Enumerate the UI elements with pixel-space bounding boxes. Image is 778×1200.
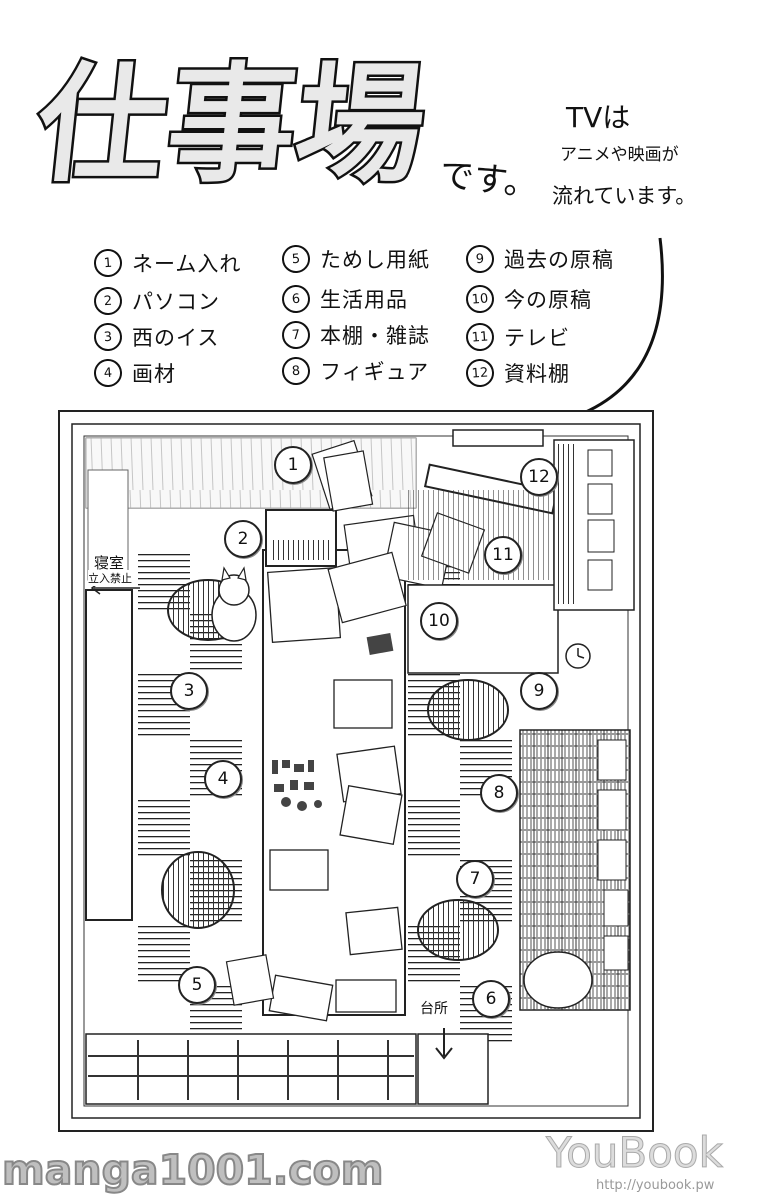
legend-number: 6: [281, 284, 311, 314]
legend-label: 画材: [132, 362, 176, 386]
callout-2: 2: [224, 520, 262, 558]
legend-number: 5: [281, 244, 311, 274]
legend-item: 1 ネーム入れ: [93, 246, 242, 280]
legend-item: 4 画材: [93, 356, 176, 390]
legend-label: ネーム入れ: [132, 252, 242, 276]
callout-12: 12: [520, 458, 558, 496]
legend-item: 7 本棚・雑誌: [281, 318, 430, 352]
legend-item: 8 フィギュア: [281, 354, 430, 388]
legend-number: 7: [281, 320, 311, 350]
legend-item: 6 生活用品: [281, 282, 408, 316]
workspace-floor-plan: 寝室 立入禁止 台所 1 2 3 4 5 6 7 8 9 10 11 12: [58, 410, 654, 1132]
callout-1: 1: [274, 446, 312, 484]
bedroom-note: 立入禁止: [88, 570, 132, 586]
floor-plan-drawing: [58, 410, 654, 1132]
callout-10: 10: [420, 602, 458, 640]
tv-note-line2: アニメや映画が: [560, 145, 679, 165]
watermark-manga1001: manga1001.com: [1, 1145, 384, 1195]
kitchen-label: 台所: [420, 998, 448, 1018]
callout-5: 5: [178, 966, 216, 1004]
legend-label: 西のイス: [132, 326, 220, 350]
tv-note-line1: TVは: [566, 101, 631, 134]
watermark-youbook: YouBook: [546, 1128, 724, 1178]
tv-note-line3: 流れています。: [552, 184, 697, 208]
legend-label: 過去の原稿: [504, 248, 614, 272]
legend-label: テレビ: [504, 326, 570, 350]
callout-6: 6: [472, 980, 510, 1018]
title-suffix: です。: [437, 154, 541, 206]
callout-4: 4: [204, 760, 242, 798]
legend-item: 3 西のイス: [93, 320, 220, 354]
title-char-1: 仕: [28, 49, 177, 203]
legend-label: 資料棚: [504, 362, 570, 386]
watermark-url: http://youbook.pw: [596, 1178, 715, 1193]
callout-8: 8: [480, 774, 518, 812]
legend-number: 4: [93, 358, 123, 388]
callout-9: 9: [520, 672, 558, 710]
legend-item: 5 ためし用紙: [281, 242, 430, 276]
legend-label: 今の原稿: [504, 288, 592, 312]
legend-number: 1: [93, 248, 123, 278]
title-char-3: 場: [286, 49, 435, 203]
legend-label: パソコン: [132, 290, 220, 314]
callout-7: 7: [456, 860, 494, 898]
callout-3: 3: [170, 672, 208, 710]
legend-label: 本棚・雑誌: [320, 324, 430, 348]
legend-number: 2: [93, 286, 123, 316]
legend-item: 2 パソコン: [93, 284, 220, 318]
legend-label: ためし用紙: [320, 248, 430, 272]
bedroom-label: 寝室: [94, 552, 125, 573]
legend-number: 8: [281, 356, 311, 386]
legend-label: フィギュア: [320, 360, 430, 384]
title-char-2: 事: [158, 49, 307, 203]
callout-11: 11: [484, 536, 522, 574]
legend-label: 生活用品: [320, 288, 408, 312]
legend-number: 3: [93, 322, 123, 352]
